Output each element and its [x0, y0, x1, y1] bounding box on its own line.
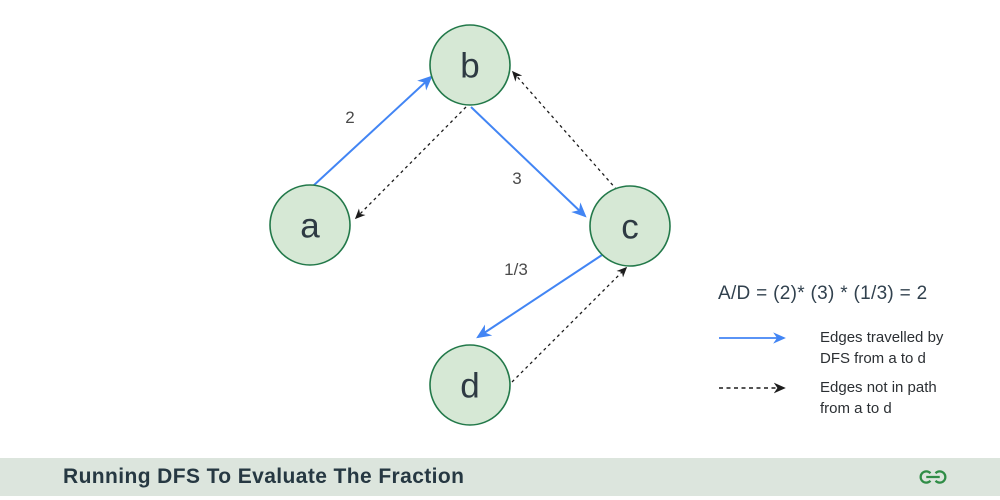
legend-label-non-path-edges: Edges not in path from a to d [820, 379, 937, 417]
edge-weight-b-c: 3 [512, 169, 521, 188]
node-c-label: c [621, 208, 639, 247]
edge-d-c [511, 266, 628, 383]
graph-nodes: b a c d [269, 24, 671, 426]
edge-b-a [354, 106, 467, 220]
dfs-graph: 2 3 1/3 b a c d [269, 24, 671, 426]
node-d: d [429, 344, 511, 426]
node-c: c [589, 185, 671, 267]
edge-c-b [511, 70, 618, 191]
caption-title: Running DFS To Evaluate The Fraction [63, 465, 465, 488]
edge-c-d [476, 254, 603, 339]
legend-item-non-path-edges: Edges not in path from a to d [718, 378, 937, 419]
dfs-path-edges [312, 75, 603, 339]
fraction-formula: A/D = (2)* (3) * (1/3) = 2 [718, 283, 928, 304]
geeksforgeeks-logo-icon [919, 470, 947, 484]
caption-bar: Running DFS To Evaluate The Fraction [0, 458, 1000, 496]
node-b-label: b [460, 47, 479, 86]
dashed-black-arrow-icon [719, 382, 786, 394]
edge-weight-c-d: 1/3 [504, 260, 528, 279]
edge-a-b [312, 75, 433, 187]
node-a-label: a [300, 207, 320, 246]
non-path-edges [354, 70, 628, 383]
legend-item-dfs-edges: Edges travelled by DFS from a to d [718, 328, 943, 369]
edge-b-c [470, 106, 587, 218]
legend-label-dfs-edges: Edges travelled by DFS from a to d [820, 329, 944, 367]
node-d-label: d [460, 367, 479, 406]
edge-weight-a-b: 2 [345, 108, 354, 127]
node-a: a [269, 184, 351, 266]
solid-blue-arrow-icon [719, 332, 786, 344]
node-b: b [429, 24, 511, 106]
